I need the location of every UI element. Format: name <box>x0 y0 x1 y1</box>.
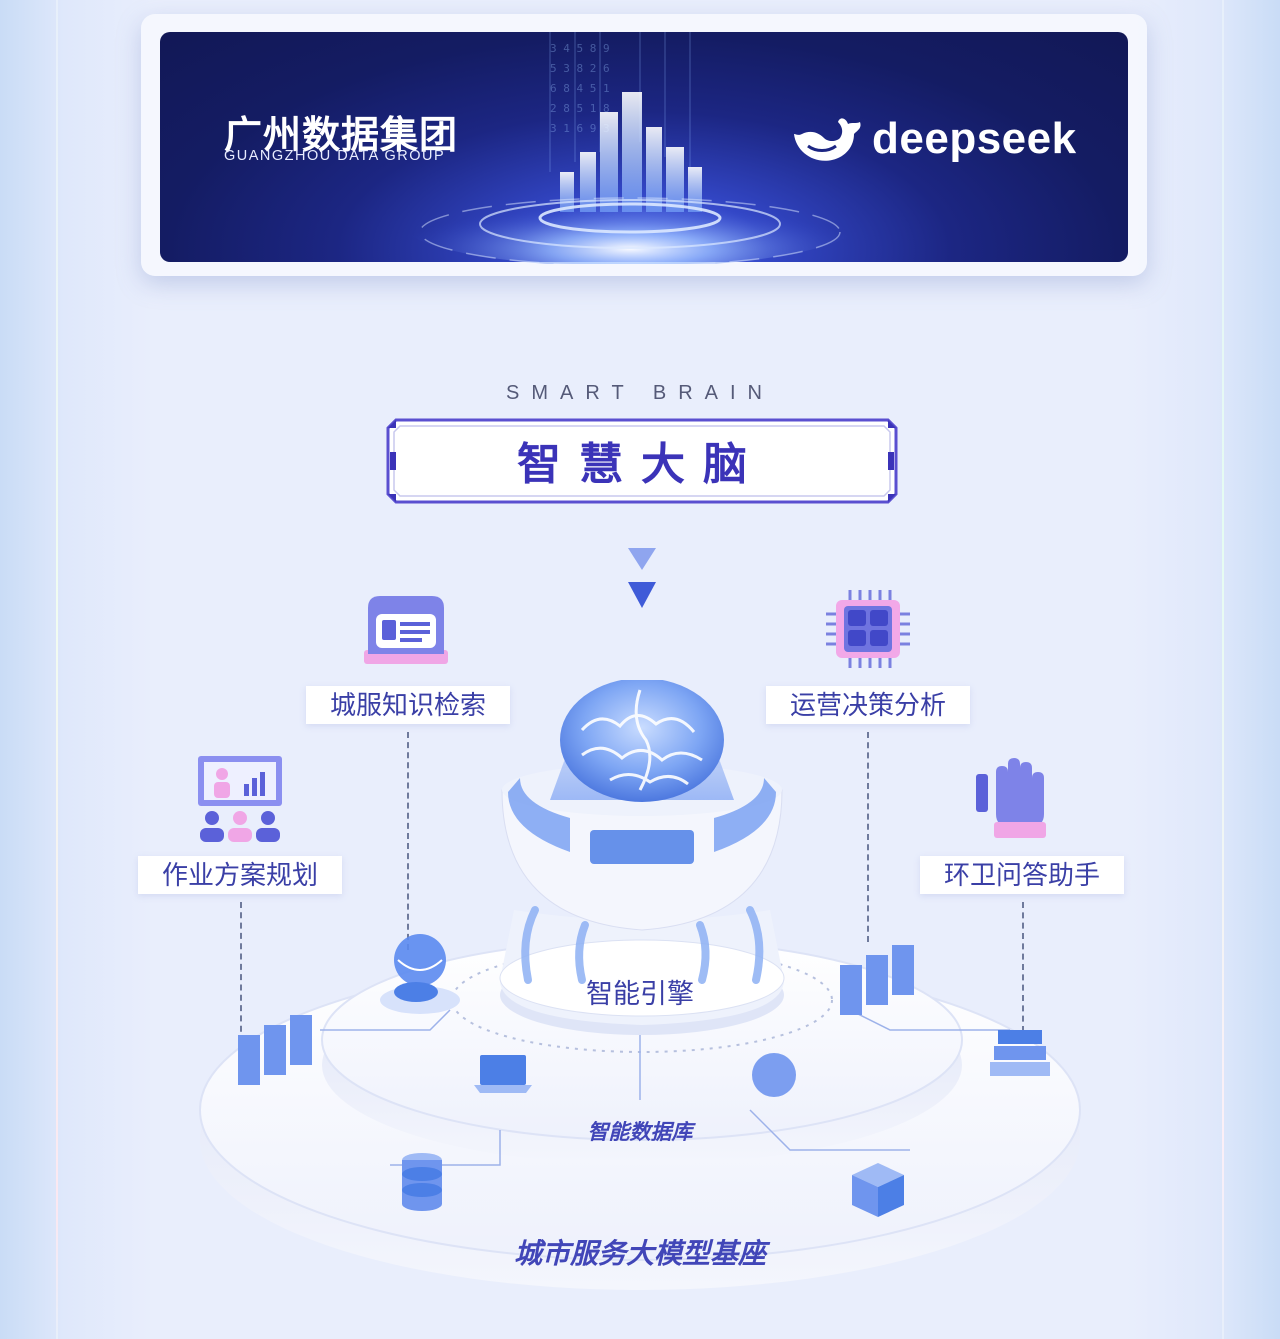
partner-logo-text: deepseek <box>872 114 1077 163</box>
layer-base-label: 城市服务大模型基座 <box>513 1238 766 1269</box>
deepseek-whale-icon <box>794 118 861 161</box>
connector-line <box>1022 902 1024 1032</box>
layer-database-label: 智能数据库 <box>587 1121 693 1144</box>
right-edge-line <box>1222 0 1224 1339</box>
connector-line <box>407 732 409 950</box>
chip-icon <box>826 590 910 668</box>
title-frame <box>386 418 898 504</box>
org-name-en: GUANGZHOU DATA GROUP <box>224 148 446 164</box>
capability-operations-analysis: 运营决策分析 <box>766 686 970 724</box>
svg-text:2 8 5 1 8: 2 8 5 1 8 <box>550 102 610 115</box>
city-illustration: 3 4 5 8 9 5 3 8 2 6 6 8 4 5 1 2 8 5 1 8 3 … <box>400 32 860 264</box>
layer-engine-label: 智能引擎 <box>586 979 694 1009</box>
svg-text:3 4 5 8 9: 3 4 5 8 9 <box>550 42 610 55</box>
capability-task-planning: 作业方案规划 <box>138 856 342 894</box>
section-subtitle: SMART BRAIN <box>506 382 774 404</box>
connector-line <box>240 902 242 1042</box>
svg-text:6 8 4 5 1: 6 8 4 5 1 <box>550 82 610 95</box>
platform-illustration <box>199 680 1081 1290</box>
capability-sanitation-assistant: 环卫问答助手 <box>920 856 1124 894</box>
down-arrows-icon <box>628 548 656 608</box>
org-name: 广州数据集团 <box>224 115 459 157</box>
svg-text:3 1 6 9 3: 3 1 6 9 3 <box>550 122 610 135</box>
glove-icon <box>976 758 1046 838</box>
left-edge-line <box>56 0 58 1339</box>
capability-knowledge-search: 城服知识检索 <box>306 686 510 724</box>
connector-line <box>867 732 869 942</box>
knowledge-box-icon <box>364 596 448 664</box>
svg-text:5 3 8 2 6: 5 3 8 2 6 <box>550 62 610 75</box>
presentation-icon <box>198 756 282 842</box>
section-title: 智慧大脑 <box>517 440 765 489</box>
